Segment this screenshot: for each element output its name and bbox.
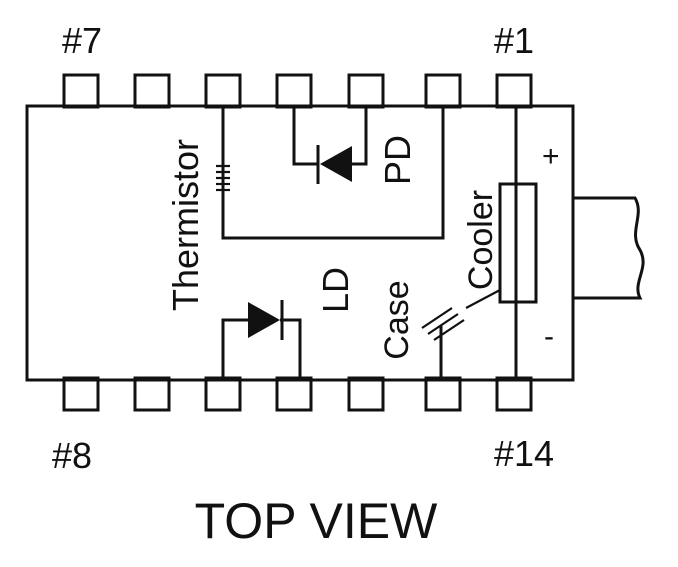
fiber-pigtail: [573, 196, 645, 300]
laser-diode-symbol: [221, 300, 302, 380]
polarity-minus: -: [544, 320, 554, 353]
pin-11: [275, 376, 313, 412]
view-caption: TOP VIEW: [195, 493, 438, 549]
pin-8: [62, 376, 100, 412]
pin-13: [424, 376, 462, 412]
pin-label-8: #8: [52, 435, 92, 476]
pin-1: [495, 73, 533, 109]
pin-label-14: #14: [494, 433, 554, 474]
pin-6: [133, 73, 171, 109]
pin-4: [275, 73, 313, 109]
top-pins: [62, 73, 533, 109]
case-label: Case: [378, 280, 416, 359]
photodiode-label: PD: [377, 135, 418, 185]
pin-label-1: #1: [494, 20, 534, 61]
pin-label-7: #7: [62, 20, 102, 61]
laser-diode-label: LD: [315, 267, 356, 313]
pin-3: [347, 73, 385, 109]
thermistor-symbol: [216, 164, 230, 192]
pin-7: [62, 73, 100, 109]
cooler-element: [498, 182, 538, 304]
case-ground-symbol: [421, 307, 465, 380]
pin-14: [495, 376, 533, 412]
bottom-pins: [62, 376, 533, 412]
photodiode-symbol: [292, 106, 368, 184]
cooler-leader: [465, 289, 501, 309]
pin-5: [204, 73, 242, 109]
pin-10: [204, 376, 242, 412]
cooler-label: Cooler: [462, 190, 500, 290]
polarity-plus: +: [542, 140, 560, 173]
thermistor-label: Thermistor: [165, 139, 206, 311]
pin-12: [347, 376, 385, 412]
pin-2: [424, 73, 462, 109]
pin-9: [133, 376, 171, 412]
